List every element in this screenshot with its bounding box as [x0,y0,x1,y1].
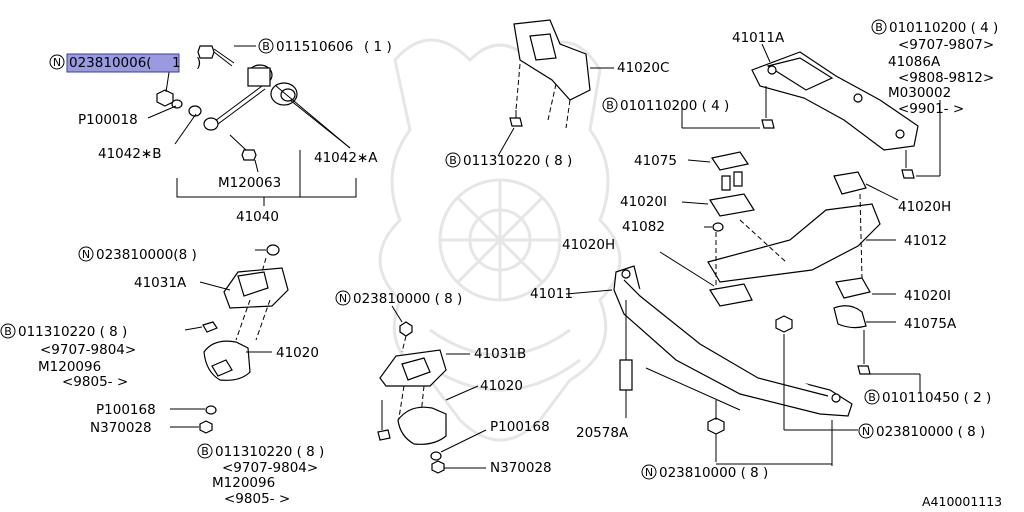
svg-text:011310220 ( 8 ): 011310220 ( 8 ) [215,444,324,460]
ref-date-9808-9812: <9808-9812> [898,70,994,86]
ref-023810000-b[interactable]: N 023810000 ( 8 ) [335,290,462,307]
ref-023810006[interactable]: N 023810006( 1 ) [49,53,201,73]
ref-023810000-a[interactable]: N 023810000(8 ) [78,246,197,263]
left-mount-group [170,244,289,434]
ref-41020H-a[interactable]: 41020H [562,237,615,253]
ref-41075[interactable]: 41075 [634,153,677,169]
ref-010110450[interactable]: B 010110450 ( 2 ) [864,389,991,406]
center-mount-group [377,305,487,474]
ref-41011A[interactable]: 41011A [732,30,785,46]
svg-text:B: B [262,40,270,53]
svg-text:B: B [875,21,883,34]
ref-41020H-b[interactable]: 41020H [898,199,951,215]
upper-bracket-group [497,19,614,157]
svg-text:023810006(: 023810006( [69,55,152,71]
svg-text:B: B [4,325,12,338]
ref-41012[interactable]: 41012 [904,233,947,249]
svg-text:N: N [645,466,653,479]
ref-41020-b[interactable]: 41020 [480,378,523,394]
svg-text:010110450 ( 2 ): 010110450 ( 2 ) [882,390,991,406]
ref-M120096-a[interactable]: M120096 [38,359,101,375]
ref-date-9805-a: <9805- > [62,374,128,390]
ref-N370028-a[interactable]: N370028 [90,420,152,436]
svg-text:N: N [82,248,90,261]
ref-023810000-c[interactable]: N 023810000 ( 8 ) [858,423,985,440]
ref-010110200-b[interactable]: B 010110200 ( 4 ) [871,19,998,36]
svg-text:B: B [606,99,614,112]
ref-41020I-b[interactable]: 41020I [904,288,951,304]
ref-41020-a[interactable]: 41020 [276,345,319,361]
ref-41042B[interactable]: 41042∗B [98,146,162,162]
svg-text:( 1 ): ( 1 ) [364,39,392,55]
ref-date-9707-9807: <9707-9807> [898,37,994,53]
rear-crossmember-group [681,43,941,179]
ref-N370028-b[interactable]: N370028 [490,460,552,476]
diagram-code: A410001113 [922,494,1002,509]
svg-text:011310220 ( 8 ): 011310220 ( 8 ) [18,324,127,340]
svg-text:023810000 ( 8 ): 023810000 ( 8 ) [659,465,768,481]
ref-date-9707-9804-b: <9707-9804> [222,460,318,476]
ref-011510606[interactable]: B 011510606 ( 1 ) [258,38,392,55]
svg-text:): ) [196,55,201,71]
front-crossmember-group [565,251,858,466]
svg-text:1: 1 [172,55,181,71]
svg-text:B: B [201,445,209,458]
svg-text:N: N [53,56,61,69]
svg-text:023810000(8 ): 023810000(8 ) [96,247,197,263]
svg-text:023810000 ( 8 ): 023810000 ( 8 ) [353,291,462,307]
ref-P100018[interactable]: P100018 [78,112,138,128]
ref-date-9805-b: <9805- > [224,491,290,507]
ref-date-9707-9804-a: <9707-9804> [40,342,136,358]
ref-41075A[interactable]: 41075A [904,316,957,332]
ref-M120096-b[interactable]: M120096 [212,475,275,491]
ref-011310220-a[interactable]: B 011310220 ( 8 ) [0,323,127,340]
ref-20578A[interactable]: 20578A [576,425,629,441]
ref-41011[interactable]: 41011 [530,286,573,302]
ref-41082[interactable]: 41082 [622,219,665,235]
ref-41020C[interactable]: 41020C [617,60,669,76]
ref-P100168-a[interactable]: P100168 [96,402,156,418]
ref-010110200-a[interactable]: B 010110200 ( 4 ) [602,97,729,114]
ref-41086A[interactable]: 41086A [888,54,941,70]
svg-text:N: N [862,425,870,438]
ref-41042A[interactable]: 41042∗A [314,150,378,166]
ref-41020I-a[interactable]: 41020I [620,194,667,210]
svg-text:B: B [868,391,876,404]
svg-text:010110200 ( 4 ): 010110200 ( 4 ) [889,20,998,36]
ref-011310220-c[interactable]: B 011310220 ( 8 ) [445,152,572,169]
middle-plates-group [681,151,921,392]
svg-text:B: B [449,154,457,167]
link-assembly-group [147,45,357,206]
ref-023810000-d[interactable]: N 023810000 ( 8 ) [641,464,768,481]
svg-text:010110200 ( 4 ): 010110200 ( 4 ) [620,98,729,114]
ref-41031B[interactable]: 41031B [474,346,526,362]
ref-date-9901: <9901- > [898,101,964,117]
ref-011310220-b[interactable]: B 011310220 ( 8 ) [197,443,324,460]
svg-text:011510606: 011510606 [276,39,353,55]
svg-text:023810000 ( 8 ): 023810000 ( 8 ) [876,424,985,440]
ref-41031A[interactable]: 41031A [134,275,187,291]
ref-41040[interactable]: 41040 [236,209,279,225]
ref-M030002[interactable]: M030002 [888,85,951,101]
ref-M120063[interactable]: M120063 [218,175,281,191]
svg-text:N: N [339,292,347,305]
svg-text:011310220 ( 8 ): 011310220 ( 8 ) [463,153,572,169]
ref-P100168-b[interactable]: P100168 [490,419,550,435]
